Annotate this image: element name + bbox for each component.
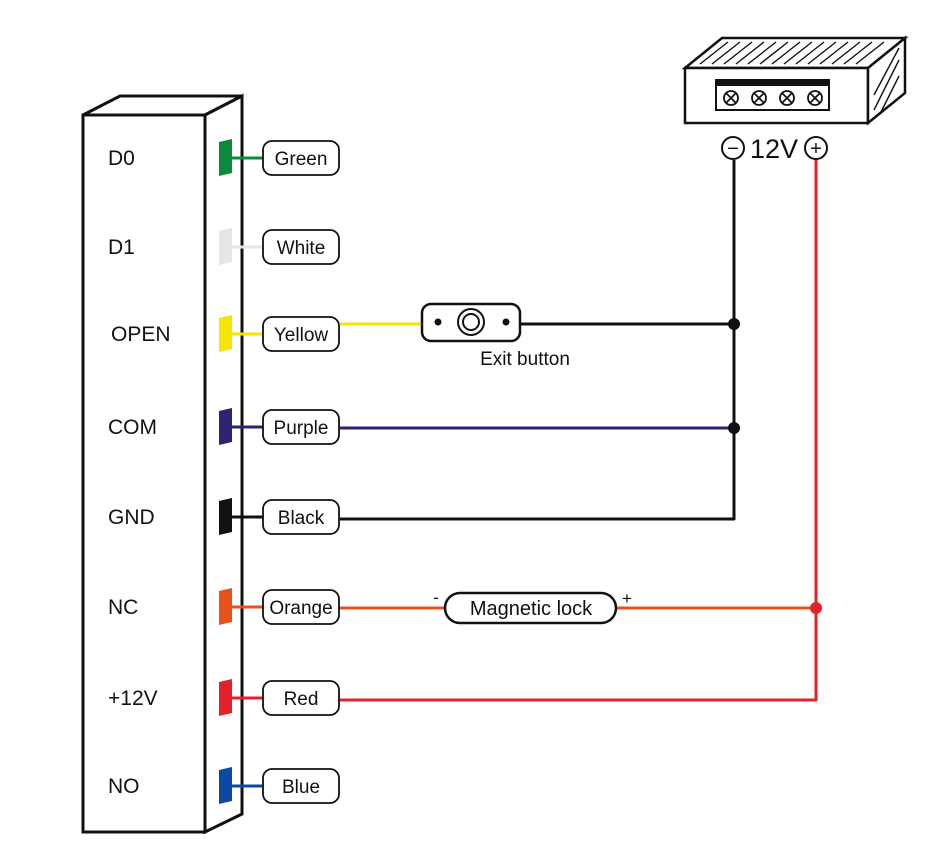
pin-row-no: NO Blue	[108, 767, 340, 804]
junction-dot	[728, 318, 740, 330]
wire-color-tag	[262, 316, 340, 352]
wire-color-label: Yellow	[274, 325, 329, 346]
junction-dot	[728, 422, 740, 434]
pin-label: D0	[108, 147, 135, 170]
connector-plug	[219, 498, 232, 535]
exit-button-caption: Exit button	[480, 349, 570, 370]
wire-color-tag	[262, 680, 340, 716]
wire-color-tag	[262, 768, 340, 804]
junction-dot	[810, 602, 822, 614]
pin-label: NO	[108, 775, 140, 798]
connector-plug	[219, 408, 232, 445]
wire-color-tag	[262, 499, 340, 535]
wire-color-tag	[262, 409, 340, 445]
lock-minus-label: -	[433, 588, 439, 607]
wire-color-tag	[262, 589, 340, 625]
voltage-label: 12V	[750, 134, 798, 164]
pin-label: OPEN	[111, 323, 171, 346]
pin-row-nc: NC Orange	[108, 588, 340, 625]
pin-row-open: OPEN Yellow	[111, 315, 340, 352]
wire-color-label: Purple	[274, 418, 329, 439]
plus-terminal-icon	[804, 136, 828, 160]
pin-row-plus-12v: +12V Red	[108, 679, 340, 716]
pin-row-gnd: GND Black	[108, 498, 340, 535]
connector-plug	[219, 588, 232, 625]
connector-plug	[219, 228, 232, 265]
wire-color-tag	[262, 229, 340, 265]
wire-color-label: Red	[284, 689, 319, 710]
connector-plug	[219, 679, 232, 716]
connector-plug	[219, 767, 232, 804]
wire-color-label: White	[277, 238, 326, 259]
pin-row-d0: D0 Green	[108, 139, 340, 176]
pin-label: D1	[108, 236, 135, 259]
magnetic-lock: Magnetic lock - +	[433, 588, 632, 625]
red-wire	[340, 160, 818, 702]
svg-text:+: +	[810, 138, 822, 160]
magnetic-lock-label: Magnetic lock	[470, 598, 593, 620]
connector-plug	[219, 139, 232, 176]
wire-color-label: Orange	[269, 598, 332, 619]
wire-color-label: Blue	[282, 777, 320, 798]
controller-box	[81, 93, 244, 835]
wire-color-label: Black	[278, 508, 325, 529]
wires	[340, 160, 822, 702]
connector-plug	[219, 315, 232, 352]
pin-label: COM	[108, 416, 157, 439]
wire-color-tag	[262, 140, 340, 176]
pin-row-d1: D1 White	[108, 228, 340, 265]
pin-label: NC	[108, 596, 138, 619]
power-supply: − 12V +	[681, 35, 909, 164]
lock-plus-label: +	[622, 589, 632, 608]
svg-text:−: −	[727, 138, 739, 160]
terminal-screws	[723, 90, 823, 106]
black-wire	[340, 160, 736, 521]
pin-label: GND	[108, 506, 155, 529]
exit-button: Exit button	[420, 302, 570, 370]
pin-label: +12V	[108, 687, 158, 710]
wire-color-label: Green	[275, 149, 328, 170]
pin-row-com: COM Purple	[108, 408, 340, 445]
minus-terminal-icon	[721, 136, 745, 160]
